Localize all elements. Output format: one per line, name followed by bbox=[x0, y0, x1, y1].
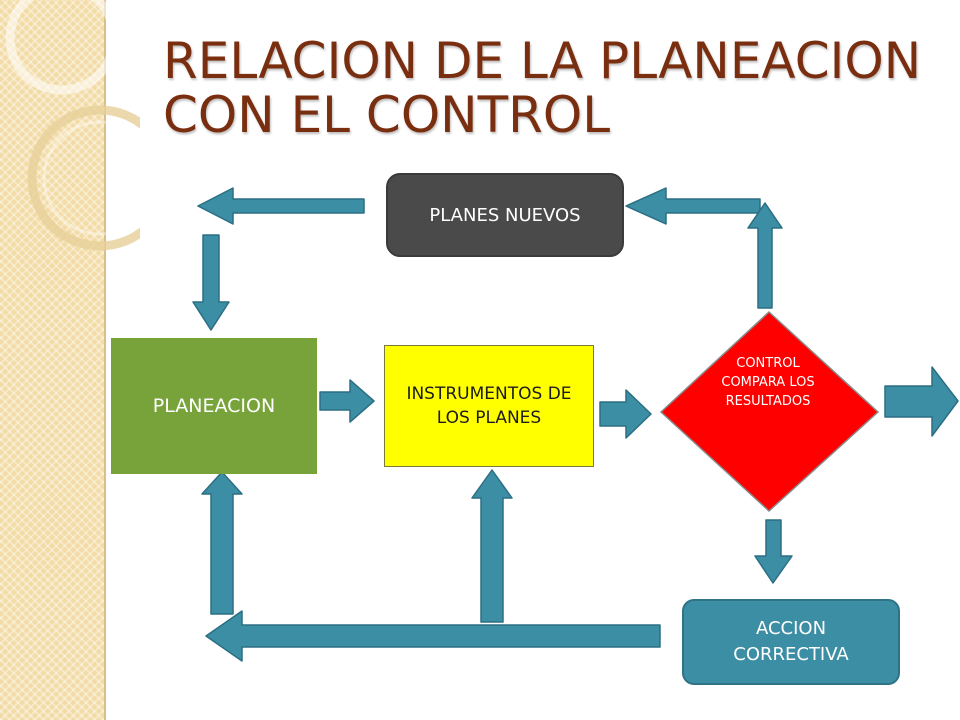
slide-title: RELACION DE LA PLANEACION CON EL CONTROL bbox=[163, 32, 922, 144]
arrow-down-control-to-accion bbox=[754, 519, 793, 584]
arrow-up-into-instrumentos bbox=[471, 469, 513, 623]
control-label: CONTROL COMPARA LOS RESULTADOS bbox=[721, 356, 815, 409]
accion-correctiva-label: ACCION CORRECTIVA bbox=[733, 618, 849, 665]
instrumentos-box: INSTRUMENTOS DE LOS PLANES bbox=[384, 345, 594, 467]
planeacion-box: PLANEACION bbox=[111, 338, 317, 474]
planeacion-label: PLANEACION bbox=[152, 395, 276, 417]
decorative-rings bbox=[5, 0, 140, 251]
decorative-side-band bbox=[0, 0, 104, 720]
arrow-right-exit bbox=[884, 366, 959, 437]
arrow-right-instrumentos-to-control bbox=[599, 389, 652, 439]
arrow-up-from-control bbox=[747, 202, 783, 309]
arrow-up-into-planeacion bbox=[201, 471, 243, 615]
control-diamond bbox=[659, 310, 880, 513]
planes-nuevos-box: PLANES NUEVOS bbox=[386, 173, 624, 257]
accion-correctiva-box: ACCION CORRECTIVA bbox=[682, 599, 900, 685]
instrumentos-label: INSTRUMENTOS DE LOS PLANES bbox=[406, 384, 572, 428]
planes-nuevos-label: PLANES NUEVOS bbox=[429, 204, 581, 226]
arrow-left-top bbox=[197, 187, 365, 225]
arrow-down-into-planeacion bbox=[192, 234, 230, 331]
arrow-left-into-planes-nuevos bbox=[625, 187, 761, 225]
side-band-edge bbox=[104, 0, 106, 720]
arrow-right-planeacion-to-instrumentos bbox=[319, 379, 375, 423]
arrow-left-bottom bbox=[205, 610, 661, 662]
